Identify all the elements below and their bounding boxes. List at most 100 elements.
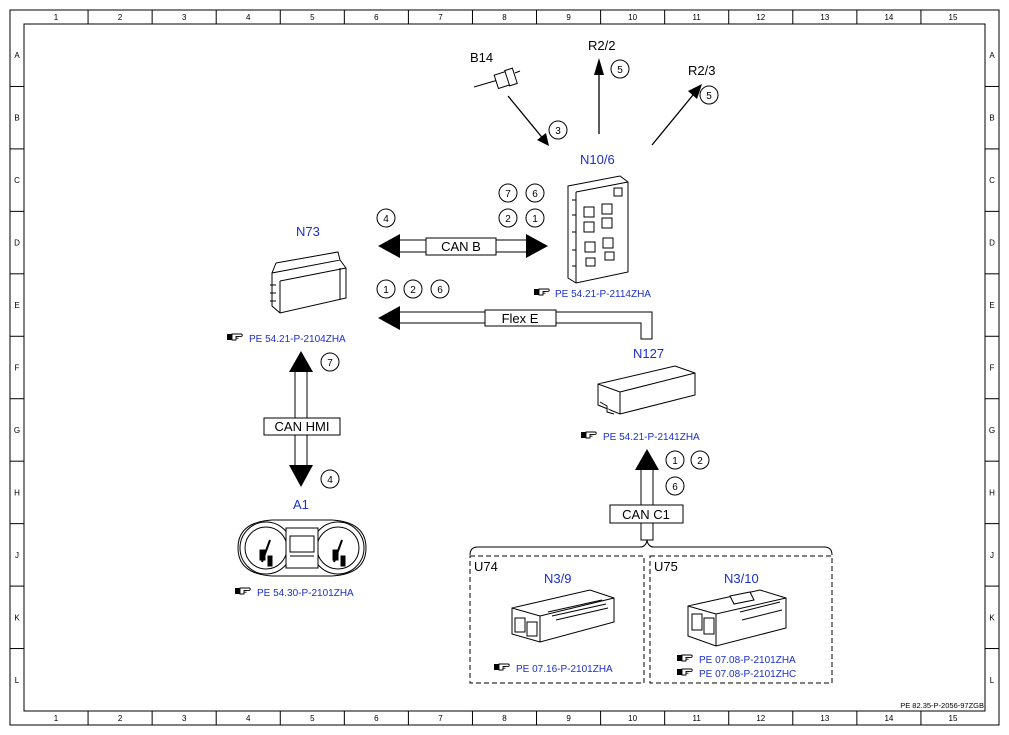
marker-c1-6: 6 xyxy=(665,476,685,496)
engine-control-unit-n3-10-icon xyxy=(687,589,787,647)
grid-row-label-left: G xyxy=(14,426,20,435)
svg-text:6: 6 xyxy=(532,189,538,200)
svg-text:6: 6 xyxy=(437,285,443,296)
svg-text:3: 3 xyxy=(555,126,561,137)
ref-a1: PE 54.30-P-2101ZHA xyxy=(234,587,354,599)
b14-label: B14 xyxy=(470,50,493,65)
svg-text:1: 1 xyxy=(383,285,389,296)
grid-col-label-bottom: 6 xyxy=(374,714,379,723)
inner-frame xyxy=(23,23,986,712)
marker-r2-3-5: 5 xyxy=(699,85,719,105)
grid-row-label-left: E xyxy=(14,301,19,310)
can-c1-bus: CAN C1 xyxy=(609,449,684,541)
grid-row-label-left: C xyxy=(14,176,20,185)
ref-n3-9: PE 07.16-P-2101ZHA xyxy=(493,663,613,675)
r2-3-arrowhead xyxy=(688,84,702,99)
grid-row-label-left: A xyxy=(14,51,20,60)
marker-r2-2-5: 5 xyxy=(610,59,630,79)
u74-group: U74 N3/9 PE 07.16-P-2101ZHA xyxy=(469,555,645,684)
marker-canb-4: 4 xyxy=(376,208,396,228)
marker-c1-1: 1 xyxy=(665,450,685,470)
engine-control-unit-n3-9-icon xyxy=(511,589,615,643)
ref-n127: PE 54.21-P-2141ZHA xyxy=(580,431,700,443)
control-module-n10-6-icon xyxy=(567,175,629,284)
marker-canb-7: 7 xyxy=(498,183,518,203)
u74-label: U74 xyxy=(474,559,498,574)
marker-canb-1: 1 xyxy=(525,208,545,228)
u75-group: U75 N3/10 PE 07.08-P-2101ZHA PE 07.08-P-… xyxy=(649,555,833,684)
grid-row-label-right: C xyxy=(989,176,995,185)
grid-col-label-bottom: 10 xyxy=(628,714,637,723)
svg-text:2: 2 xyxy=(505,214,511,225)
n3-10-label: N3/10 xyxy=(724,571,759,586)
can-c1-label: CAN C1 xyxy=(622,507,670,522)
grid-col-label-top: 7 xyxy=(438,13,443,22)
grid-col-label-bottom: 1 xyxy=(54,714,59,723)
n3-9-label: N3/9 xyxy=(544,571,571,586)
grid-row-label-right: F xyxy=(990,364,995,373)
grid-col-label-top: 9 xyxy=(566,13,571,22)
grid-col-label-bottom: 3 xyxy=(182,714,187,723)
b14-line xyxy=(507,95,546,142)
marker-canb-6: 6 xyxy=(525,183,545,203)
r2-2-arrowhead xyxy=(594,58,604,75)
outer-frame xyxy=(9,9,1000,726)
marker-c1-2: 2 xyxy=(690,450,710,470)
svg-text:PE 07.08-P-2101ZHA: PE 07.08-P-2101ZHA xyxy=(699,655,796,666)
flex-e-label: Flex E xyxy=(502,311,539,326)
grid-row-label-left: K xyxy=(14,613,20,622)
grid-col-label-bottom: 7 xyxy=(438,714,443,723)
grid-col-label-bottom: 8 xyxy=(502,714,507,723)
grid-col-label-top: 6 xyxy=(374,13,379,22)
ref-n3-10-b: PE 07.08-P-2101ZHC xyxy=(676,668,796,680)
grid-col-label-bottom: 5 xyxy=(310,714,315,723)
r2-2-label: R2/2 xyxy=(588,38,615,53)
grid-col-label-top: 8 xyxy=(502,13,507,22)
can-hmi-bus: CAN HMI xyxy=(263,351,341,487)
grid-row-label-left: B xyxy=(14,114,19,123)
svg-text:PE 54.21-P-2104ZHA: PE 54.21-P-2104ZHA xyxy=(249,334,346,345)
group-brace xyxy=(469,539,833,556)
u75-label: U75 xyxy=(654,559,678,574)
grid-row-label-right: B xyxy=(989,114,994,123)
svg-text:PE 54.21-P-2114ZHA: PE 54.21-P-2114ZHA xyxy=(555,289,651,300)
grid-row-label-right: D xyxy=(989,239,995,248)
ref-n10-6: PE 54.21-P-2114ZHA xyxy=(533,288,651,300)
svg-text:PE 54.21-P-2141ZHA: PE 54.21-P-2141ZHA xyxy=(603,432,700,443)
marker-flex-6: 6 xyxy=(430,279,450,299)
marker-hmi-4: 4 xyxy=(320,469,340,489)
svg-text:5: 5 xyxy=(706,91,712,102)
marker-hmi-7: 7 xyxy=(320,352,340,372)
grid-col-label-top: 14 xyxy=(884,13,893,22)
grid-row-label-right: A xyxy=(989,51,995,60)
grid-col-label-top: 10 xyxy=(628,13,637,22)
grid-row-label-right: H xyxy=(989,488,995,497)
grid-col-label-bottom: 12 xyxy=(756,714,765,723)
svg-text:6: 6 xyxy=(672,482,678,493)
svg-text:PE 07.08-P-2101ZHC: PE 07.08-P-2101ZHC xyxy=(699,669,796,680)
grid-col-label-top: 11 xyxy=(693,13,702,22)
svg-text:2: 2 xyxy=(410,285,416,296)
control-module-n127-icon xyxy=(597,365,696,415)
grid-row-label-left: F xyxy=(15,364,20,373)
can-b-label: CAN B xyxy=(441,239,481,254)
svg-text:1: 1 xyxy=(672,456,678,467)
marker-canb-2: 2 xyxy=(498,208,518,228)
instrument-cluster-icon xyxy=(237,519,367,577)
can-hmi-label: CAN HMI xyxy=(275,419,330,434)
ref-n73: PE 54.21-P-2104ZHA xyxy=(226,333,346,345)
marker-flex-1: 1 xyxy=(376,279,396,299)
svg-text:7: 7 xyxy=(327,358,333,369)
grid-row-label-left: H xyxy=(14,488,20,497)
grid-row-label-left: J xyxy=(15,551,19,560)
grid-col-label-top: 2 xyxy=(118,13,123,22)
grid-col-label-top: 4 xyxy=(246,13,251,22)
grid-labels: 1122334455667788991010111112121313141415… xyxy=(14,13,995,723)
grid-ticks xyxy=(10,10,999,725)
n73-label: N73 xyxy=(296,224,320,239)
marker-b14-3: 3 xyxy=(548,120,568,140)
grid-row-label-right: K xyxy=(989,613,995,622)
svg-text:5: 5 xyxy=(617,65,623,76)
grid-row-label-left: D xyxy=(14,239,20,248)
